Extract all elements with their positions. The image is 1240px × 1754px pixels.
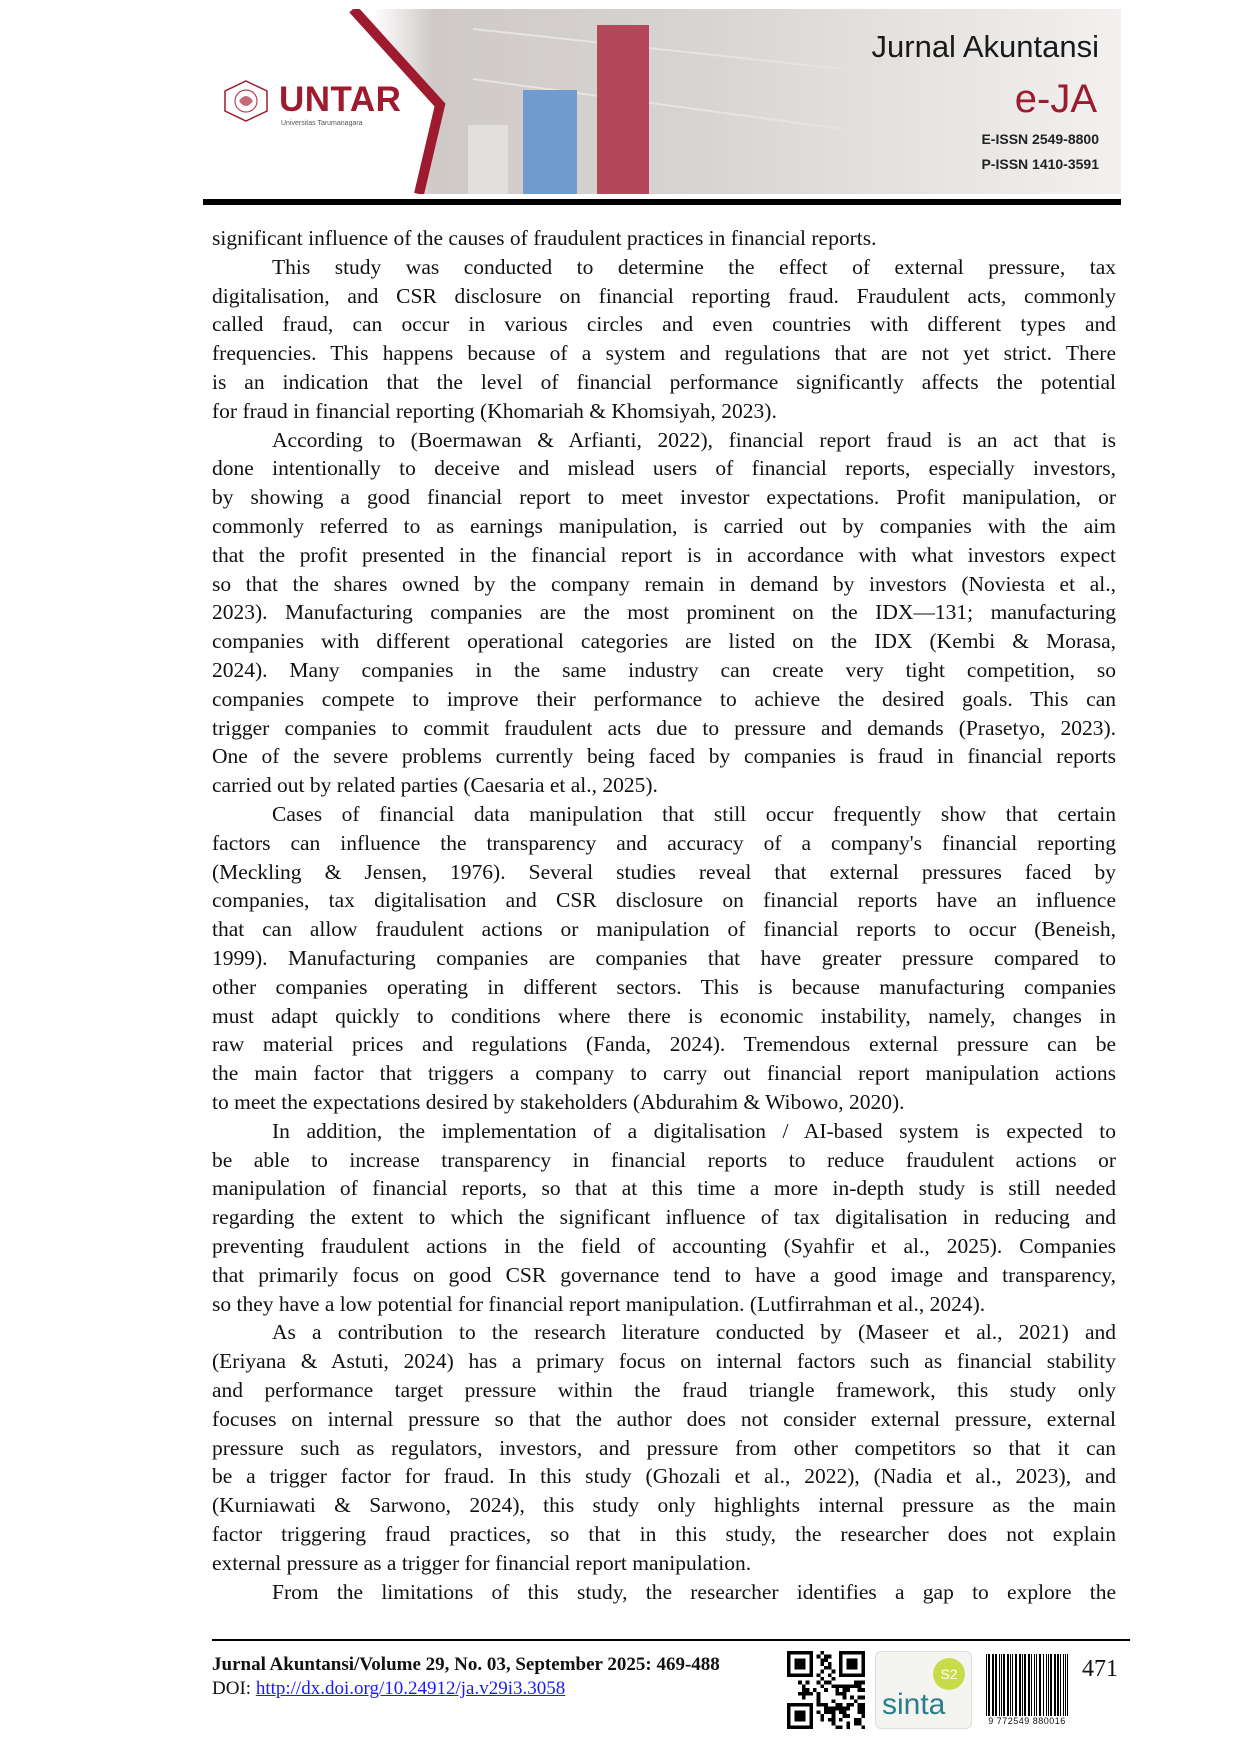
journal-header-banner: UNTAR Universitas Tarumanagara Jurnal Ak…	[203, 9, 1121, 194]
text-line: trigger companies to commit fraudulent a…	[212, 715, 1116, 740]
text-line: so they have a low potential for financi…	[212, 1291, 986, 1316]
text-line: From the limitations of this study, the …	[272, 1579, 1116, 1604]
journal-title: Jurnal Akuntansi	[871, 29, 1099, 64]
text-line: focuses on internal pressure so that the…	[212, 1406, 1116, 1431]
sinta-logo: S2 sinta	[875, 1651, 972, 1729]
text-line: companies, tax digitalisation and CSR di…	[212, 888, 1116, 913]
text-line: factor triggering fraud practices, so th…	[212, 1522, 1116, 1546]
text-line: (Kurniawati & Sarwono, 2024), this study…	[212, 1493, 1116, 1518]
text-line: frequencies. This happens because of a s…	[212, 341, 1116, 366]
text-line: One of the severe problems currently bei…	[212, 744, 1116, 769]
text-line: by showing a good financial report to me…	[212, 485, 1116, 510]
qr-code-icon[interactable]	[786, 1651, 866, 1729]
text-line: (Meckling & Jensen, 1976). Several studi…	[212, 859, 1116, 884]
text-line: commonly referred to as earnings manipul…	[212, 514, 1116, 538]
page-number: 471	[1082, 1656, 1118, 1682]
text-line: to meet the expectations desired by stak…	[212, 1090, 905, 1114]
text-line: and performance target pressure within t…	[212, 1378, 1116, 1402]
p-issn: P-ISSN 1410-3591	[981, 156, 1099, 172]
university-name: UNTAR	[279, 80, 402, 119]
text-line: that primarily focus on good CSR governa…	[212, 1262, 1116, 1287]
banner-graphic	[203, 9, 844, 194]
text-line: the main factor that triggers a company …	[212, 1061, 1116, 1086]
text-line: manipulation of financial reports, so th…	[212, 1176, 1116, 1201]
text-line: for fraud in financial reporting (Khomar…	[212, 398, 777, 423]
text-line: called fraud, can occur in various circl…	[212, 312, 1116, 337]
text-line: significant influence of the causes of f…	[212, 226, 877, 250]
footer-doi: DOI: http://dx.doi.org/10.24912/ja.v29i3…	[212, 1678, 565, 1700]
text-line: carried out by related parties (Caesaria…	[212, 773, 658, 798]
text-line: This study was conducted to determine th…	[272, 254, 1116, 279]
text-line: raw material prices and regulations (Fan…	[212, 1032, 1116, 1057]
text-line: other companies operating in different s…	[212, 974, 1116, 999]
barcode-icon	[984, 1652, 1070, 1728]
doi-link[interactable]: http://dx.doi.org/10.24912/ja.v29i3.3058	[255, 1678, 566, 1699]
banner-bar-red	[597, 25, 649, 194]
text-line: factors can influence the transparency a…	[212, 830, 1116, 855]
banner-white-panel	[203, 9, 437, 194]
text-line: be a trigger factor for fraud. In this s…	[212, 1464, 1116, 1489]
text-line: 1999). Manufacturing companies are compa…	[212, 946, 1116, 970]
banner-red-band	[349, 9, 446, 194]
banner-grid-line	[472, 78, 844, 130]
text-line: companies with different operational cat…	[212, 629, 1116, 654]
e-issn: E-ISSN 2549-8800	[981, 131, 1099, 147]
text-line: preventing fraudulent actions in the fie…	[212, 1234, 1116, 1258]
text-line: be able to increase transparency in fina…	[212, 1147, 1116, 1172]
text-line: regarding the extent to which the signif…	[212, 1205, 1116, 1230]
text-line: digitalisation, and CSR disclosure on fi…	[212, 283, 1116, 308]
doi-label: DOI:	[212, 1678, 256, 1699]
text-line: must adapt quickly to conditions where t…	[212, 1003, 1116, 1028]
footer-rule	[212, 1639, 1130, 1641]
text-line: Cases of financial data manipulation tha…	[272, 802, 1116, 826]
text-line: According to (Boermawan & Arfianti, 2022…	[272, 427, 1116, 452]
text-line: that the profit presented in the financi…	[212, 542, 1116, 567]
text-line: (Eriyana & Astuti, 2024) has a primary f…	[212, 1349, 1116, 1374]
footer-citation: Jurnal Akuntansi/Volume 29, No. 03, Sept…	[212, 1654, 720, 1675]
text-line: As a contribution to the research litera…	[272, 1320, 1116, 1345]
barcode-number: 9 772549 880016	[984, 1716, 1070, 1726]
text-line: is an indication that the level of finan…	[212, 370, 1116, 394]
untar-emblem-icon	[224, 80, 268, 122]
university-subtitle: Universitas Tarumanagara	[281, 120, 363, 127]
text-line: done intentionally to deceive and mislea…	[212, 456, 1116, 481]
banner-bar-pale	[468, 125, 508, 194]
sinta-wordmark: sinta	[882, 1688, 946, 1721]
text-line: that can allow fraudulent actions or man…	[212, 917, 1116, 942]
banner-grid-line	[472, 28, 844, 70]
text-line: companies compete to improve their perfo…	[212, 686, 1116, 711]
journal-short-name: e-JA	[1014, 77, 1097, 121]
text-line: pressure such as regulators, investors, …	[212, 1435, 1116, 1460]
banner-bar-blue	[523, 90, 577, 194]
text-line: so that the shares owned by the company …	[212, 571, 1116, 596]
text-line: In addition, the implementation of a dig…	[272, 1118, 1116, 1143]
header-rule	[203, 199, 1121, 205]
text-line: 2023). Manufacturing companies are the m…	[212, 600, 1116, 625]
sinta-badge: S2	[933, 1658, 965, 1690]
text-line: 2024). Many companies in the same indust…	[212, 658, 1116, 682]
text-line: external pressure as a trigger for finan…	[212, 1550, 752, 1575]
